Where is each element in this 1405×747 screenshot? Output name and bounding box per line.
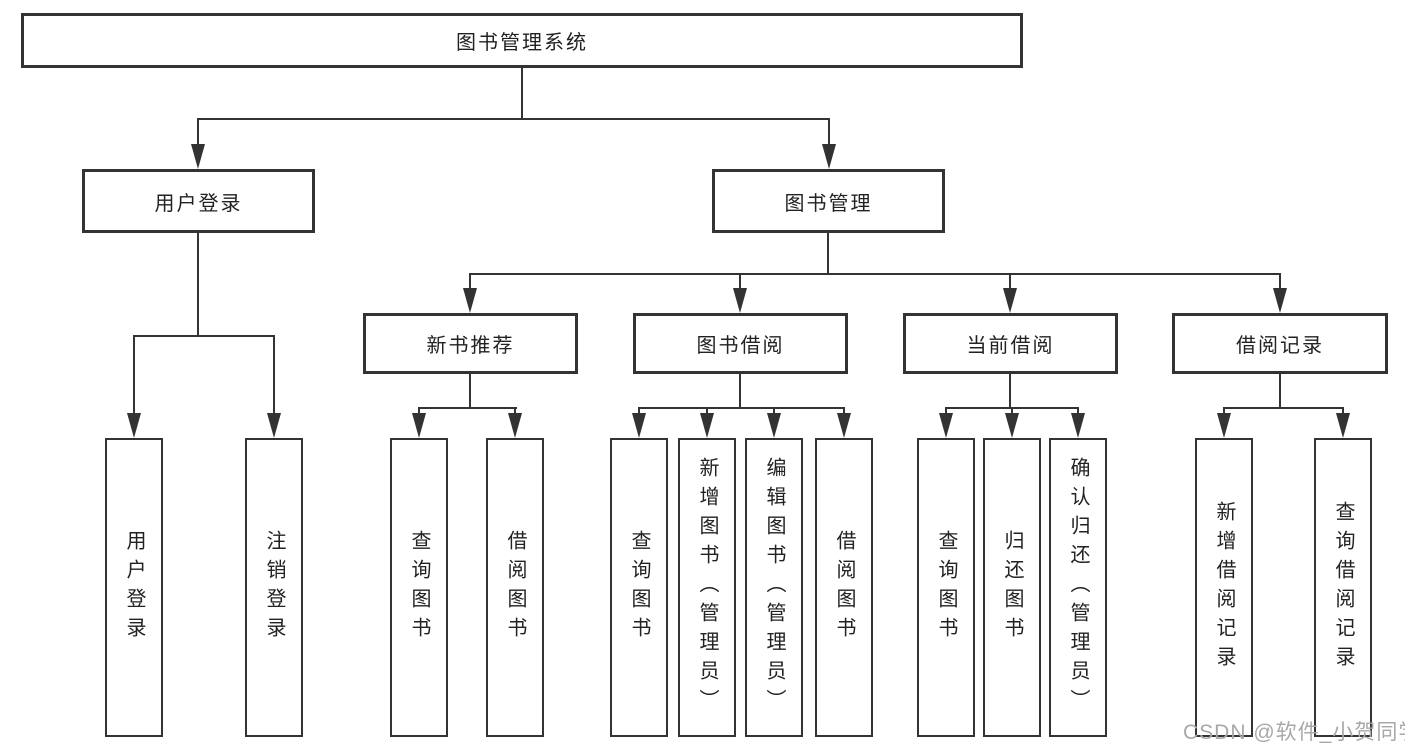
leaf-add-books-admin: 新增图书（管理员） (678, 438, 736, 737)
arrow-down-icon (463, 288, 477, 313)
connector-line (843, 407, 845, 416)
leaf-edit-books-admin: 编辑图书（管理员） (745, 438, 803, 737)
arrow-down-icon (837, 413, 851, 438)
arrow-down-icon (1217, 413, 1231, 438)
leaf-user-login-label: 用户登录 (123, 529, 145, 646)
node-current-borrowing: 当前借阅 (903, 313, 1118, 374)
leaf-borrow-books-1: 借阅图书 (486, 438, 544, 737)
connector-line (273, 335, 275, 415)
leaf-query-books-2-label: 查询图书 (628, 529, 650, 646)
leaf-edit-books-admin-label: 编辑图书（管理员） (763, 457, 785, 718)
leaf-query-borrow-record-label: 查询借阅记录 (1332, 500, 1354, 675)
node-current-borrowing-label: 当前借阅 (966, 335, 1055, 357)
leaf-borrow-books-2: 借阅图书 (815, 438, 873, 737)
connector-line (1077, 407, 1079, 416)
connector-line (514, 407, 516, 416)
connector-line (706, 407, 708, 416)
arrow-down-icon (1003, 288, 1017, 313)
connector-line (1011, 407, 1013, 416)
leaf-query-books-1: 查询图书 (390, 438, 448, 737)
connector-line (197, 118, 830, 120)
arrow-down-icon (412, 413, 426, 438)
node-book-management: 图书管理 (712, 169, 945, 233)
node-borrow-records: 借阅记录 (1172, 313, 1388, 374)
leaf-logout-label: 注销登录 (263, 529, 285, 646)
connector-line (1279, 273, 1281, 292)
connector-line (521, 66, 523, 120)
leaf-borrow-books-1-label: 借阅图书 (504, 529, 526, 646)
connector-line (197, 231, 199, 337)
connector-line (1009, 372, 1011, 409)
node-user-login-label: 用户登录 (154, 192, 243, 215)
node-root: 图书管理系统 (21, 13, 1023, 68)
arrow-down-icon (191, 144, 205, 169)
connector-line (739, 372, 741, 409)
leaf-return-books-label: 归还图书 (1001, 529, 1023, 646)
arrow-down-icon (127, 413, 141, 438)
leaf-query-books-1-label: 查询图书 (408, 529, 430, 646)
leaf-query-books-3: 查询图书 (917, 438, 975, 737)
leaf-query-books-3-label: 查询图书 (935, 529, 957, 646)
node-user-login: 用户登录 (82, 169, 315, 233)
arrow-down-icon (733, 288, 747, 313)
connector-line (638, 407, 640, 416)
arrow-down-icon (939, 413, 953, 438)
node-root-label: 图书管理系统 (456, 32, 588, 54)
connector-line (827, 231, 829, 275)
arrow-down-icon (1273, 288, 1287, 313)
arrow-down-icon (1071, 413, 1085, 438)
arrow-down-icon (822, 144, 836, 169)
connector-line (133, 335, 275, 337)
connector-line (739, 273, 741, 292)
connector-line (945, 407, 947, 416)
leaf-add-borrow-record-label: 新增借阅记录 (1213, 500, 1235, 675)
arrow-down-icon (700, 413, 714, 438)
csdn-watermark: CSDN @软件_小贺同学 (1183, 721, 1405, 744)
leaf-confirm-return-admin-label: 确认归还（管理员） (1067, 457, 1089, 718)
arrow-down-icon (1005, 413, 1019, 438)
node-borrow-records-label: 借阅记录 (1236, 335, 1324, 357)
connector-line (1009, 273, 1011, 292)
connector-line (638, 407, 845, 409)
connector-line (197, 118, 199, 148)
connector-line (469, 372, 471, 409)
leaf-logout: 注销登录 (245, 438, 303, 737)
leaf-add-books-admin-label: 新增图书（管理员） (696, 457, 718, 718)
leaf-return-books: 归还图书 (983, 438, 1041, 737)
leaf-query-books-2: 查询图书 (610, 438, 668, 737)
connector-line (133, 335, 135, 415)
connector-line (469, 273, 471, 292)
leaf-add-borrow-record: 新增借阅记录 (1195, 438, 1253, 737)
leaf-borrow-books-2-label: 借阅图书 (833, 529, 855, 646)
connector-line (418, 407, 420, 416)
arrow-down-icon (1336, 413, 1350, 438)
arrow-down-icon (632, 413, 646, 438)
connector-line (418, 407, 517, 409)
node-new-book-recommend: 新书推荐 (363, 313, 578, 374)
leaf-query-borrow-record: 查询借阅记录 (1314, 438, 1372, 737)
node-book-borrowing: 图书借阅 (633, 313, 848, 374)
leaf-user-login: 用户登录 (105, 438, 163, 737)
connector-line (773, 407, 775, 416)
connector-line (469, 273, 1281, 275)
connector-line (1223, 407, 1344, 409)
connector-line (1279, 372, 1281, 409)
arrow-down-icon (767, 413, 781, 438)
arrow-down-icon (508, 413, 522, 438)
connector-line (1342, 407, 1344, 416)
connector-line (1223, 407, 1225, 416)
connector-line (828, 118, 830, 148)
arrow-down-icon (267, 413, 281, 438)
node-new-book-recommend-label: 新书推荐 (426, 335, 515, 357)
leaf-confirm-return-admin: 确认归还（管理员） (1049, 438, 1107, 737)
node-book-management-label: 图书管理 (784, 192, 873, 215)
node-book-borrowing-label: 图书借阅 (696, 335, 785, 357)
